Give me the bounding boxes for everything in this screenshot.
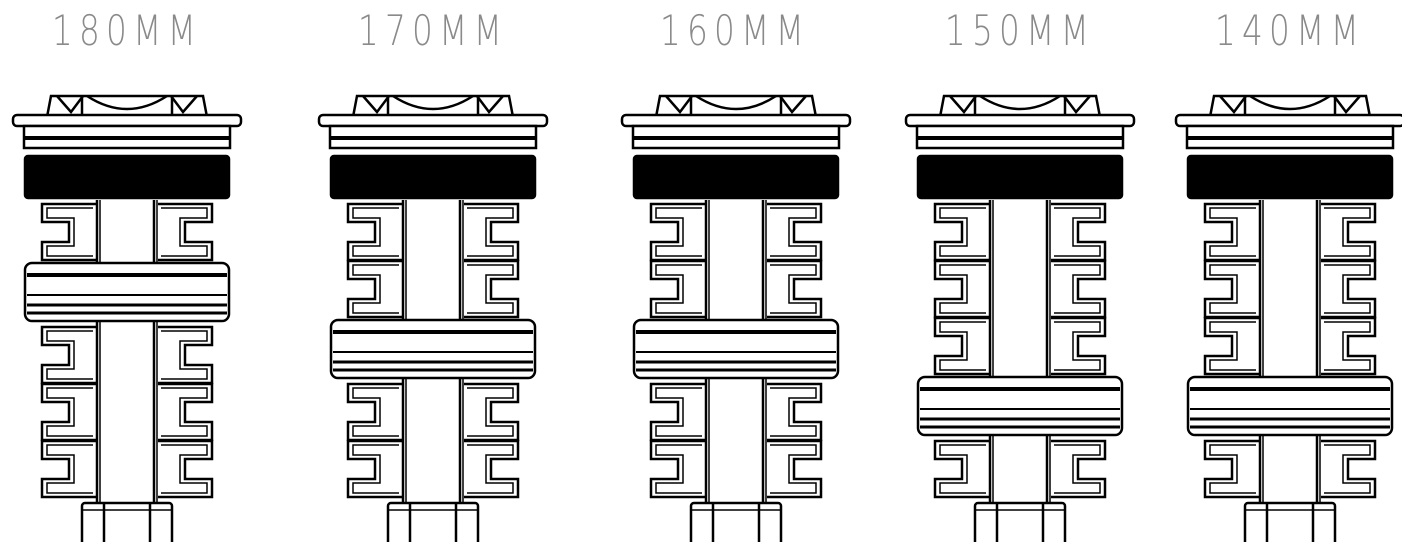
spacer-below <box>649 439 823 499</box>
bottom-nut <box>386 501 480 542</box>
spacer-above <box>40 202 214 262</box>
shaft <box>988 200 1051 505</box>
thread <box>23 154 231 200</box>
shaft <box>95 200 158 505</box>
top-cap <box>904 94 1136 200</box>
spacer-below <box>40 439 214 499</box>
bottom-nut <box>1243 501 1337 542</box>
unit-170mm <box>317 94 549 542</box>
thread <box>1186 154 1394 200</box>
spacer-above <box>1203 316 1377 376</box>
piston-band <box>23 261 231 323</box>
spacer-above <box>346 259 520 319</box>
spacer-below <box>649 382 823 442</box>
spacer-above <box>1203 202 1377 262</box>
spacer-above <box>933 316 1107 376</box>
unit-180mm <box>11 94 243 542</box>
label-150mm: 150MM <box>944 6 1096 55</box>
spacer-above <box>933 202 1107 262</box>
spacer-above <box>1203 259 1377 319</box>
top-cap <box>11 94 243 200</box>
unit-160mm <box>620 94 852 542</box>
top-cap <box>317 94 549 200</box>
bottom-nut <box>689 501 783 542</box>
spacer-above <box>933 259 1107 319</box>
thread <box>329 154 537 200</box>
thread <box>632 154 840 200</box>
label-170mm: 170MM <box>357 6 509 55</box>
shaft <box>1258 200 1321 505</box>
unit-140mm <box>1174 94 1402 542</box>
label-180mm: 180MM <box>51 6 203 55</box>
label-140mm: 140MM <box>1214 6 1366 55</box>
piston-band <box>632 318 840 380</box>
piston-band <box>1186 375 1394 437</box>
bottom-nut <box>973 501 1067 542</box>
spacer-below <box>40 325 214 385</box>
spacer-above <box>346 202 520 262</box>
top-cap <box>620 94 852 200</box>
spacer-below <box>346 382 520 442</box>
thread <box>916 154 1124 200</box>
spacer-below <box>1203 439 1377 499</box>
bottom-nut <box>80 501 174 542</box>
top-cap <box>1174 94 1402 200</box>
spacer-above <box>649 259 823 319</box>
spacer-below <box>346 439 520 499</box>
label-160mm: 160MM <box>659 6 811 55</box>
unit-150mm <box>904 94 1136 542</box>
piston-band <box>916 375 1124 437</box>
piston-band <box>329 318 537 380</box>
spacer-below <box>40 382 214 442</box>
spacer-below <box>933 439 1107 499</box>
spacer-above <box>649 202 823 262</box>
